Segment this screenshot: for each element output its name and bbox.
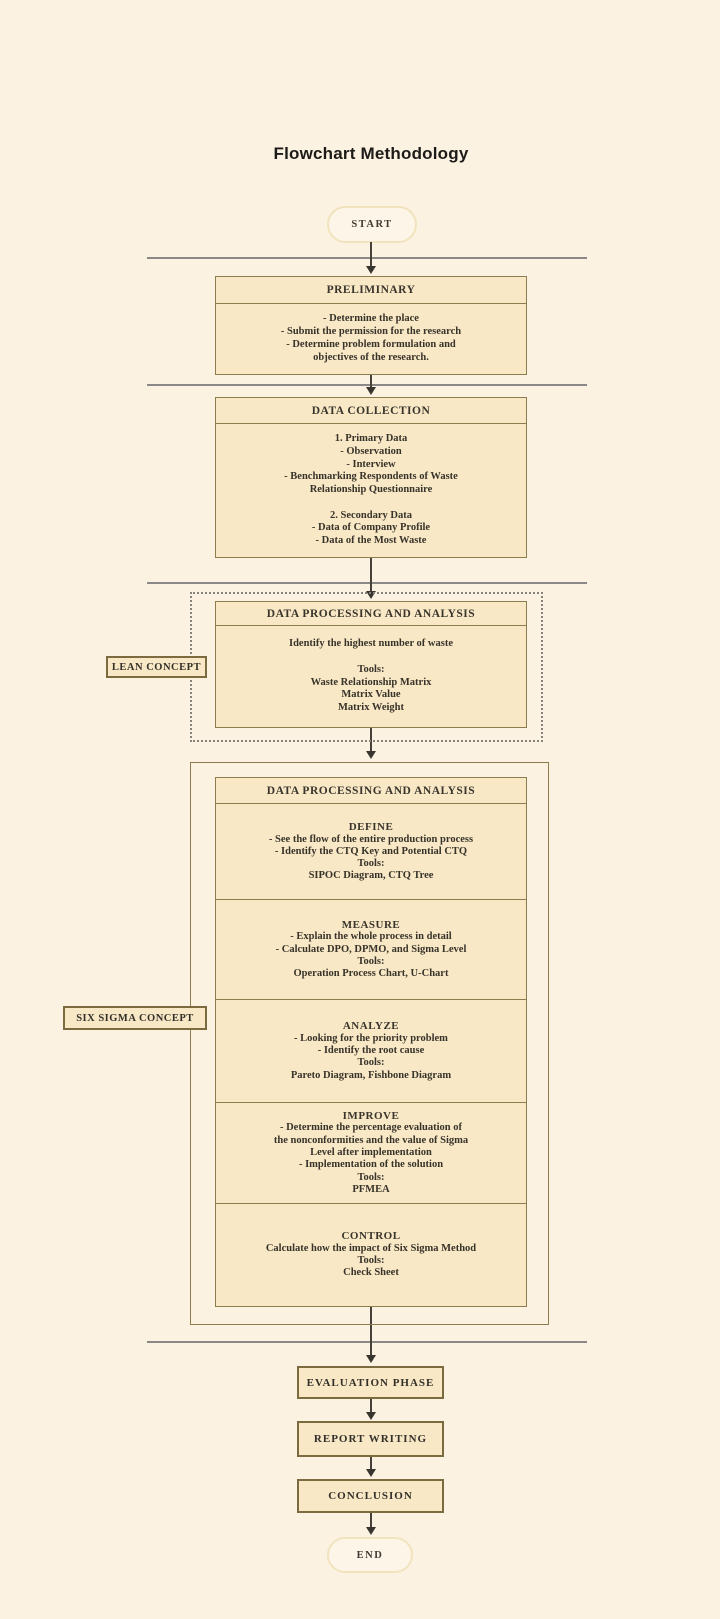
flow-arrow xyxy=(366,1513,376,1535)
flow-arrow xyxy=(366,558,376,599)
report-writing-box: REPORT WRITING xyxy=(297,1421,444,1457)
conclusion-box: CONCLUSION xyxy=(297,1479,444,1513)
flow-arrow xyxy=(366,1457,376,1477)
define-section: DEFINE - See the flow of the entire prod… xyxy=(216,804,526,899)
phase-separator-line xyxy=(147,582,587,584)
flow-arrow xyxy=(366,375,376,395)
end-terminal: END xyxy=(327,1537,413,1573)
preliminary-body: - Determine the place - Submit the permi… xyxy=(280,313,462,363)
lean-concept-label: LEAN CONCEPT xyxy=(106,656,207,678)
control-title: CONTROL xyxy=(341,1229,401,1242)
six-sigma-container xyxy=(190,762,549,1325)
lean-analysis-box: DATA PROCESSING AND ANALYSIS Identify th… xyxy=(215,601,527,728)
measure-lines: - Explain the whole process in detail - … xyxy=(275,931,467,980)
end-label: END xyxy=(356,1549,384,1561)
flow-arrow xyxy=(366,1399,376,1420)
improve-section: IMPROVE - Determine the percentage evalu… xyxy=(216,1102,526,1202)
data-collection-box: DATA COLLECTION 1. Primary Data - Observ… xyxy=(215,397,527,558)
improve-lines: - Determine the percentage evaluation of… xyxy=(273,1122,469,1195)
define-lines: - See the flow of the entire production … xyxy=(268,833,474,882)
lean-analysis-body: Identify the highest number of waste Too… xyxy=(288,638,454,714)
evaluation-phase-box: EVALUATION PHASE xyxy=(297,1366,444,1399)
analyze-title: ANALYZE xyxy=(342,1020,400,1033)
flow-arrow xyxy=(366,242,376,274)
control-lines: Calculate how the impact of Six Sigma Me… xyxy=(265,1242,477,1279)
lean-analysis-header: DATA PROCESSING AND ANALYSIS xyxy=(216,602,526,626)
improve-title: IMPROVE xyxy=(342,1109,400,1122)
start-label: START xyxy=(351,219,393,230)
data-collection-header: DATA COLLECTION xyxy=(216,398,526,424)
analyze-section: ANALYZE - Looking for the priority probl… xyxy=(216,998,526,1102)
flow-arrow xyxy=(366,1307,376,1363)
phase-separator-line xyxy=(147,1341,587,1343)
measure-title: MEASURE xyxy=(341,918,401,931)
flow-arrow xyxy=(366,728,376,759)
analyze-lines: - Looking for the priority problem - Ide… xyxy=(290,1032,452,1081)
start-terminal: START xyxy=(327,206,417,243)
control-section: CONTROL Calculate how the impact of Six … xyxy=(216,1202,526,1306)
define-title: DEFINE xyxy=(348,820,394,833)
phase-separator-line xyxy=(147,257,587,259)
preliminary-box: PRELIMINARY - Determine the place - Subm… xyxy=(215,276,527,375)
page-title: Flowchart Methodology xyxy=(273,144,469,163)
phase-separator-line xyxy=(147,384,587,386)
measure-section: MEASURE - Explain the whole process in d… xyxy=(216,899,526,998)
six-sigma-analysis-box: DATA PROCESSING AND ANALYSIS DEFINE - Se… xyxy=(215,777,527,1307)
six-sigma-concept-label: SIX SIGMA CONCEPT xyxy=(63,1006,207,1030)
preliminary-header: PRELIMINARY xyxy=(216,277,526,304)
six-sigma-header: DATA PROCESSING AND ANALYSIS xyxy=(216,778,526,804)
data-collection-body: 1. Primary Data - Observation - Intervie… xyxy=(284,432,458,547)
